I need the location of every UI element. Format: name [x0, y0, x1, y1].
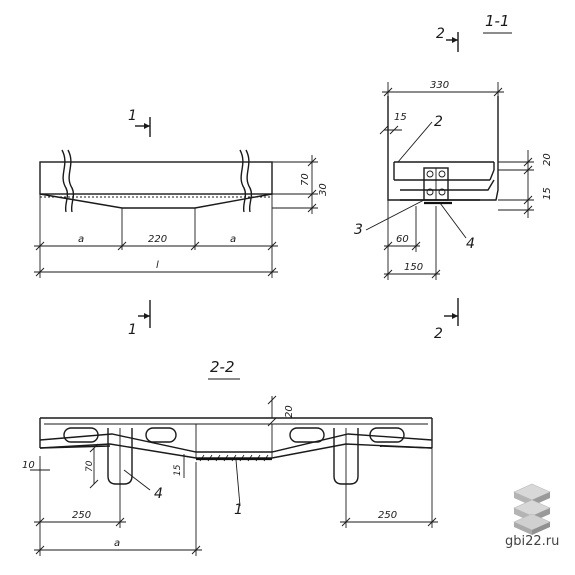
break-line-left [61, 149, 69, 213]
section-1-1: 1-1 2 2 330 [354, 12, 553, 342]
lifting-loop-right-2 [369, 427, 405, 443]
dim-30: 30 [318, 183, 329, 196]
cut-2-marker-top: 2 [436, 26, 445, 42]
stacked-slabs-icon [513, 483, 551, 535]
dim-70: 70 [300, 173, 311, 186]
dim-250-right: 250 [378, 510, 397, 521]
dim-l: l [156, 260, 159, 271]
break-line-right [239, 149, 247, 213]
cut-2-marker-bottom: 2 [434, 326, 443, 342]
section-2-2: 2-2 [22, 358, 438, 556]
dim-60: 60 [396, 234, 409, 245]
callout-3: 3 [354, 222, 363, 238]
dim-a-2-2: a [114, 538, 120, 549]
callout-4-section-1: 4 [466, 236, 475, 252]
dim-150: 150 [404, 262, 423, 273]
view-1-elevation: 1 1 70 30 a 220 a l [34, 108, 329, 338]
beam-haunch [39, 193, 273, 209]
lifting-loop-left-1 [63, 427, 99, 443]
dim-15-right: 15 [542, 187, 553, 200]
callout-4-section-2: 4 [154, 486, 163, 502]
dim-15-left: 15 [394, 112, 407, 123]
section-1-marker-top: 1 [128, 108, 137, 124]
lifting-loop-right-1 [289, 427, 325, 443]
dim-250-left: 250 [72, 510, 91, 521]
dim-15-2-2: 15 [173, 464, 183, 476]
callout-1: 1 [234, 502, 243, 518]
dim-a-right: a [230, 234, 236, 245]
dim-10: 10 [22, 460, 35, 471]
beam-outline [39, 161, 273, 195]
hatched-plate [199, 454, 269, 462]
section-2-2-title: 2-2 [210, 358, 235, 376]
callout-2: 2 [434, 114, 443, 130]
dim-220: 220 [148, 234, 167, 245]
watermark-text: gbi22.ru [505, 534, 560, 549]
slab-profile [387, 96, 499, 201]
lifting-loop-left-2 [145, 427, 177, 443]
dim-20-2-2: 20 [284, 405, 295, 418]
section-1-1-title: 1-1 [485, 12, 510, 30]
dim-a-left: a [78, 234, 84, 245]
dim-70-2-2: 70 [85, 460, 95, 472]
dim-20-right: 20 [542, 153, 553, 166]
section-1-marker-bottom: 1 [128, 322, 137, 338]
dim-330: 330 [430, 80, 449, 91]
